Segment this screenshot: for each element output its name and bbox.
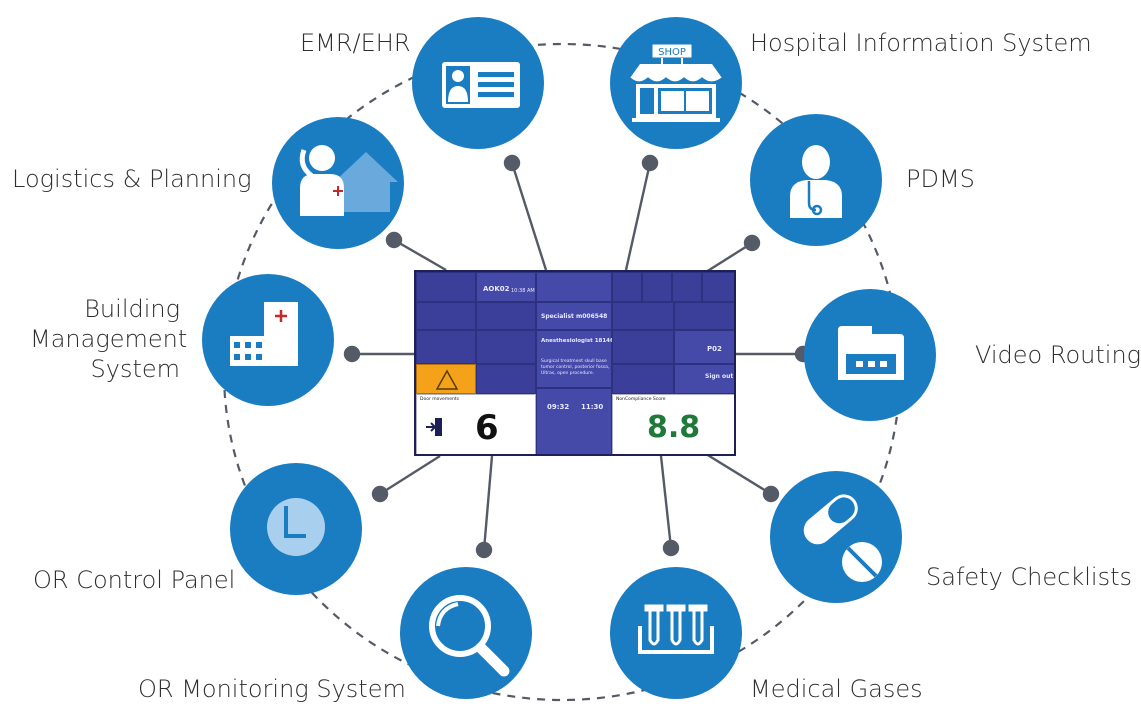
screen-sign-out: Sign out	[705, 373, 734, 380]
screen-tile	[612, 272, 642, 302]
radiation-warning-icon	[435, 369, 459, 390]
label-his: Hospital Information System	[750, 29, 1092, 57]
label-emr: EMR/EHR	[300, 29, 411, 57]
screen-tile-procedure: Anesthesiologist 18146 Surgical treatmen…	[536, 330, 614, 388]
clock-icon	[267, 498, 325, 556]
pills-icon	[803, 494, 882, 582]
screen-time-a: 09:32	[547, 403, 570, 411]
screen-tile	[674, 302, 734, 330]
screen-warning-tile[interactable]	[416, 364, 476, 394]
label-safety: Safety Checklists	[926, 563, 1132, 591]
id-card-icon	[442, 62, 520, 108]
video-device-icon	[838, 326, 904, 380]
test-tubes-icon	[638, 604, 714, 654]
label-building-line2: Management	[30, 325, 188, 353]
screen-time-b: 11:30	[581, 403, 604, 411]
compliance-label: NonCompliance Score	[616, 397, 666, 402]
label-control: OR Control Panel	[33, 566, 236, 594]
screen-tile-signout[interactable]: Sign out	[674, 364, 734, 394]
door-movements-value: 6	[475, 408, 499, 448]
screen-tile	[702, 272, 734, 302]
door-movements-panel: Door movements 6	[416, 394, 536, 454]
node-circle-safety[interactable]	[770, 471, 902, 603]
screen-tile	[476, 302, 536, 330]
screen-procedure-2: tumor control, posterior fossa,	[541, 365, 610, 370]
screen-tile	[476, 364, 536, 394]
screen-tile	[642, 272, 672, 302]
screen-room-code: P02	[707, 345, 722, 353]
shop-sign-text: SHOP	[658, 47, 686, 58]
screen-specialist: Specialist m006548	[541, 313, 608, 320]
screen-tile	[416, 302, 476, 330]
phone-house-icon	[299, 145, 398, 216]
screen-tile	[612, 302, 674, 330]
screen-tile	[476, 330, 536, 364]
label-video: Video Routing	[975, 341, 1141, 369]
screen-tile	[612, 364, 674, 394]
node-circles	[202, 17, 936, 699]
screen-time: 10:38 AM	[511, 288, 535, 294]
node-circle-his[interactable]	[610, 17, 742, 149]
door-movements-label: Door movements	[420, 397, 459, 402]
or-dashboard-screen: AOK02 10:38 AM Specialist m006548 Anesth…	[414, 270, 736, 456]
label-pdms: PDMS	[906, 165, 975, 193]
screen-room: AOK02	[483, 285, 510, 293]
screen-procedure-1: Surgical treatment skull base	[541, 359, 607, 364]
label-monitoring: OR Monitoring System	[138, 675, 406, 703]
door-icon	[426, 418, 442, 436]
screen-procedure-3: Ultras, open procedure.	[541, 371, 595, 376]
shop-icon: SHOP	[629, 43, 723, 122]
label-building: Building Management System	[30, 294, 188, 384]
screen-tile	[416, 272, 476, 302]
label-logistics: Logistics & Planning	[12, 165, 252, 193]
screen-tile-room: AOK02 10:38 AM	[476, 272, 536, 302]
screen-anesthesiologist: Anesthesiologist 18146	[541, 338, 614, 344]
magnifier-icon	[429, 595, 510, 677]
compliance-panel: NonCompliance Score 8.8	[612, 394, 734, 454]
screen-tile-times: 09:32 11:30	[536, 388, 612, 454]
screen-tile-room-code: P02	[674, 330, 734, 364]
node-circle-monitoring[interactable]	[400, 567, 532, 699]
label-gases: Medical Gases	[750, 675, 923, 703]
screen-tile	[416, 330, 476, 364]
screen-tile-specialist: Specialist m006548	[536, 302, 612, 330]
node-circle-gases[interactable]	[610, 567, 742, 699]
compliance-value: 8.8	[647, 410, 701, 445]
screen-tile	[672, 272, 702, 302]
connectors	[343, 154, 812, 559]
screen-tile	[612, 330, 674, 364]
label-building-line3: System	[90, 355, 181, 383]
screen-tile-info	[536, 272, 612, 302]
label-building-line1: Building	[84, 295, 180, 323]
building-icon	[230, 302, 298, 366]
doctor-icon	[790, 145, 842, 218]
